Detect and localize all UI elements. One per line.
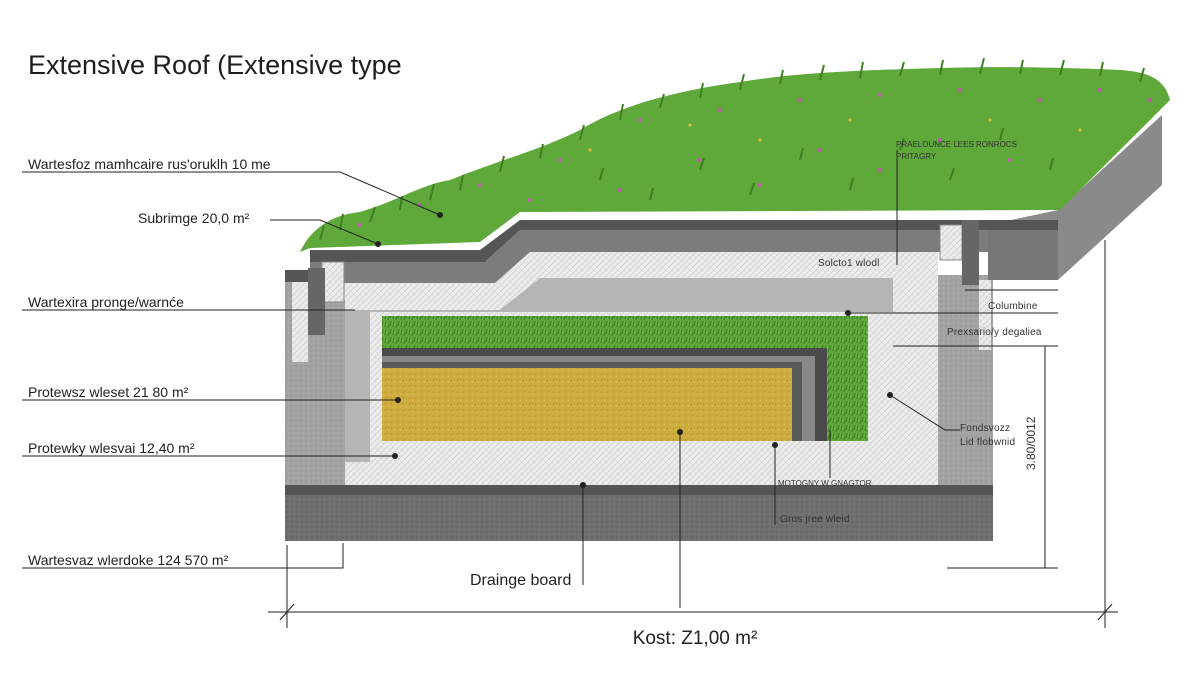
label-solcto: Solcto1 wlodl xyxy=(818,258,880,269)
right-post xyxy=(962,220,979,285)
label-top-right-1: PRAELOUNCE LEES RONROCS xyxy=(896,140,1017,149)
label-columbine: Columbine xyxy=(988,301,1038,312)
label-left-1: Wartesfoz mamhcaire rus'oruklh 10 me xyxy=(28,156,271,172)
ground-slab-top xyxy=(285,483,993,495)
roof-slab-band xyxy=(310,230,988,283)
label-motogy: MOTOGNY W GNAGTOR xyxy=(778,479,872,488)
label-top-right-2: PRITAGRY xyxy=(896,152,937,161)
label-prexsario: Prexsario/y degaliea xyxy=(947,327,1042,338)
roof-slab-top xyxy=(310,220,1058,262)
label-left-2: Subrimge 20,0 m² xyxy=(138,210,250,226)
leader-dots xyxy=(375,212,893,488)
label-gros: Gros jree wleid xyxy=(780,514,850,525)
label-drainage-board: Drainge board xyxy=(470,572,572,589)
flower-dots-yellow xyxy=(588,118,1082,152)
label-left-4: Protewsz wleset 21 80 m² xyxy=(28,384,189,400)
label-lid: Lid flobwnid xyxy=(960,437,1016,448)
flower-dots xyxy=(358,88,1152,227)
right-upstand xyxy=(939,224,963,261)
cost-label: Kost: Z1,00 m² xyxy=(632,628,758,649)
page-title: Extensive Roof (Extensive type xyxy=(28,50,402,80)
label-vertical-dimension: 3.80/0012 xyxy=(1024,416,1038,470)
label-left-3: Wartexira pronge/warnće xyxy=(28,294,184,310)
left-upstand xyxy=(321,261,345,303)
label-fondsvez: Fondsvozz xyxy=(960,423,1011,434)
substrate-layer xyxy=(382,368,792,441)
left-post xyxy=(308,268,325,335)
leader-lines xyxy=(22,150,1058,608)
label-left-5: Protewky wlesvai 12,40 m² xyxy=(28,440,195,456)
right-drain xyxy=(979,280,991,350)
dimension-line xyxy=(268,240,1118,628)
vegetation-texture xyxy=(319,57,1145,241)
vegetation-mat xyxy=(300,67,1170,252)
label-left-6: Wartesvaz wlerdoke 124 570 m² xyxy=(28,552,229,568)
left-drain xyxy=(292,282,308,362)
left-curb xyxy=(285,270,310,282)
right-slab-face xyxy=(988,225,1058,280)
